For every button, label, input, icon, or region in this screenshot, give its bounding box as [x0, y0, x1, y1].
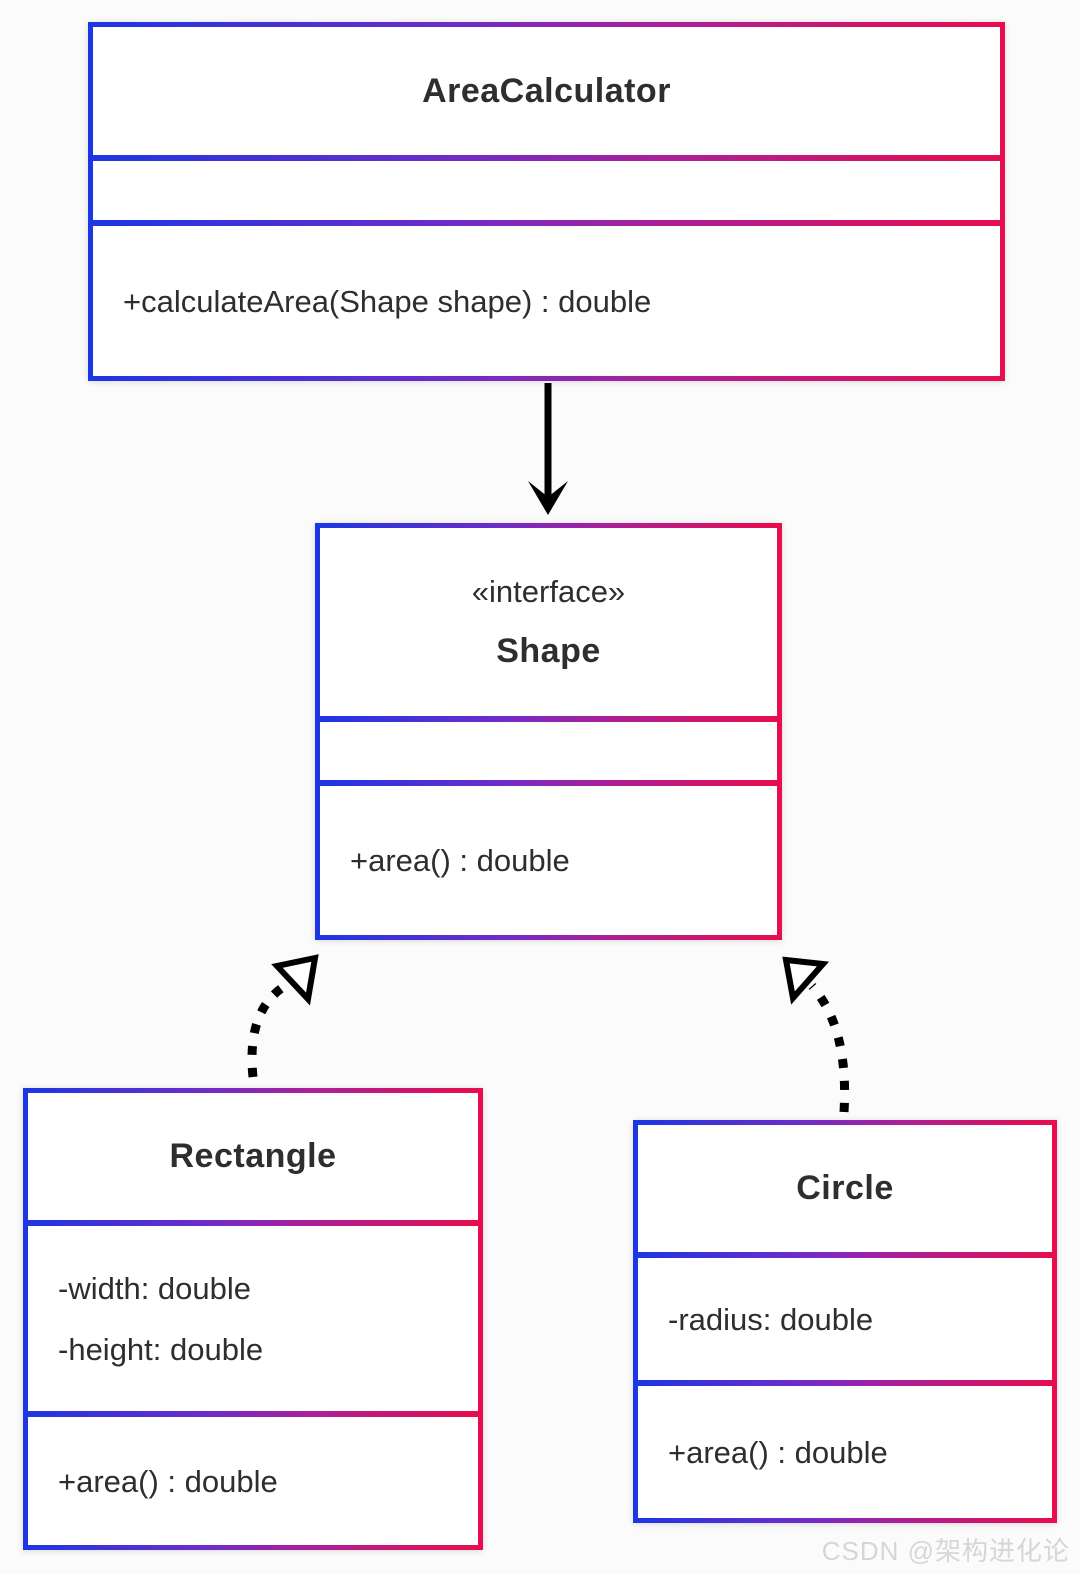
- shape-attributes-compartment: [320, 716, 777, 780]
- method-label: +area() : double: [58, 1463, 278, 1499]
- dependency-arrow-areacalculator-to-shape: [528, 383, 568, 515]
- shape-title-compartment: «interface» Shape: [320, 528, 777, 716]
- areacalculator-title-compartment: AreaCalculator: [93, 27, 1000, 155]
- class-box-areacalculator: AreaCalculator +calculateArea(Shape shap…: [88, 22, 1005, 381]
- method-label: +calculateArea(Shape shape) : double: [123, 283, 652, 319]
- csdn-watermark: CSDN @架构进化论: [821, 1536, 1070, 1566]
- rectangle-methods-compartment: +area() : double: [28, 1411, 478, 1545]
- rectangle-title-compartment: Rectangle: [28, 1093, 478, 1220]
- class-box-shape: «interface» Shape +area() : double: [315, 523, 782, 940]
- method-label: +area() : double: [668, 1434, 888, 1470]
- method-label: +area() : double: [350, 843, 570, 878]
- realization-arrow-rectangle-to-shape: [247, 954, 319, 1078]
- class-name: AreaCalculator: [422, 71, 671, 110]
- class-box-circle: Circle -radius: double +area() : double: [633, 1120, 1057, 1523]
- areacalculator-attributes-compartment: [93, 155, 1000, 220]
- circle-attributes-compartment: -radius: double: [638, 1252, 1052, 1380]
- attribute-label: -height: double: [58, 1331, 264, 1367]
- attribute-label: -radius: double: [668, 1301, 874, 1337]
- class-name: Shape: [496, 631, 601, 670]
- rectangle-attributes-compartment: -width: double -height: double: [28, 1220, 478, 1411]
- attribute-label: -width: double: [58, 1270, 252, 1306]
- class-name: Rectangle: [169, 1137, 337, 1175]
- class-box-rectangle: Rectangle -width: double -height: double…: [23, 1088, 483, 1550]
- circle-methods-compartment: +area() : double: [638, 1380, 1052, 1518]
- realization-arrow-circle-to-shape: [782, 956, 850, 1113]
- class-name: Circle: [796, 1169, 894, 1207]
- areacalculator-methods-compartment: +calculateArea(Shape shape) : double: [93, 220, 1000, 376]
- shape-methods-compartment: +area() : double: [320, 780, 777, 935]
- circle-title-compartment: Circle: [638, 1125, 1052, 1252]
- stereotype-label: «interface»: [471, 573, 626, 609]
